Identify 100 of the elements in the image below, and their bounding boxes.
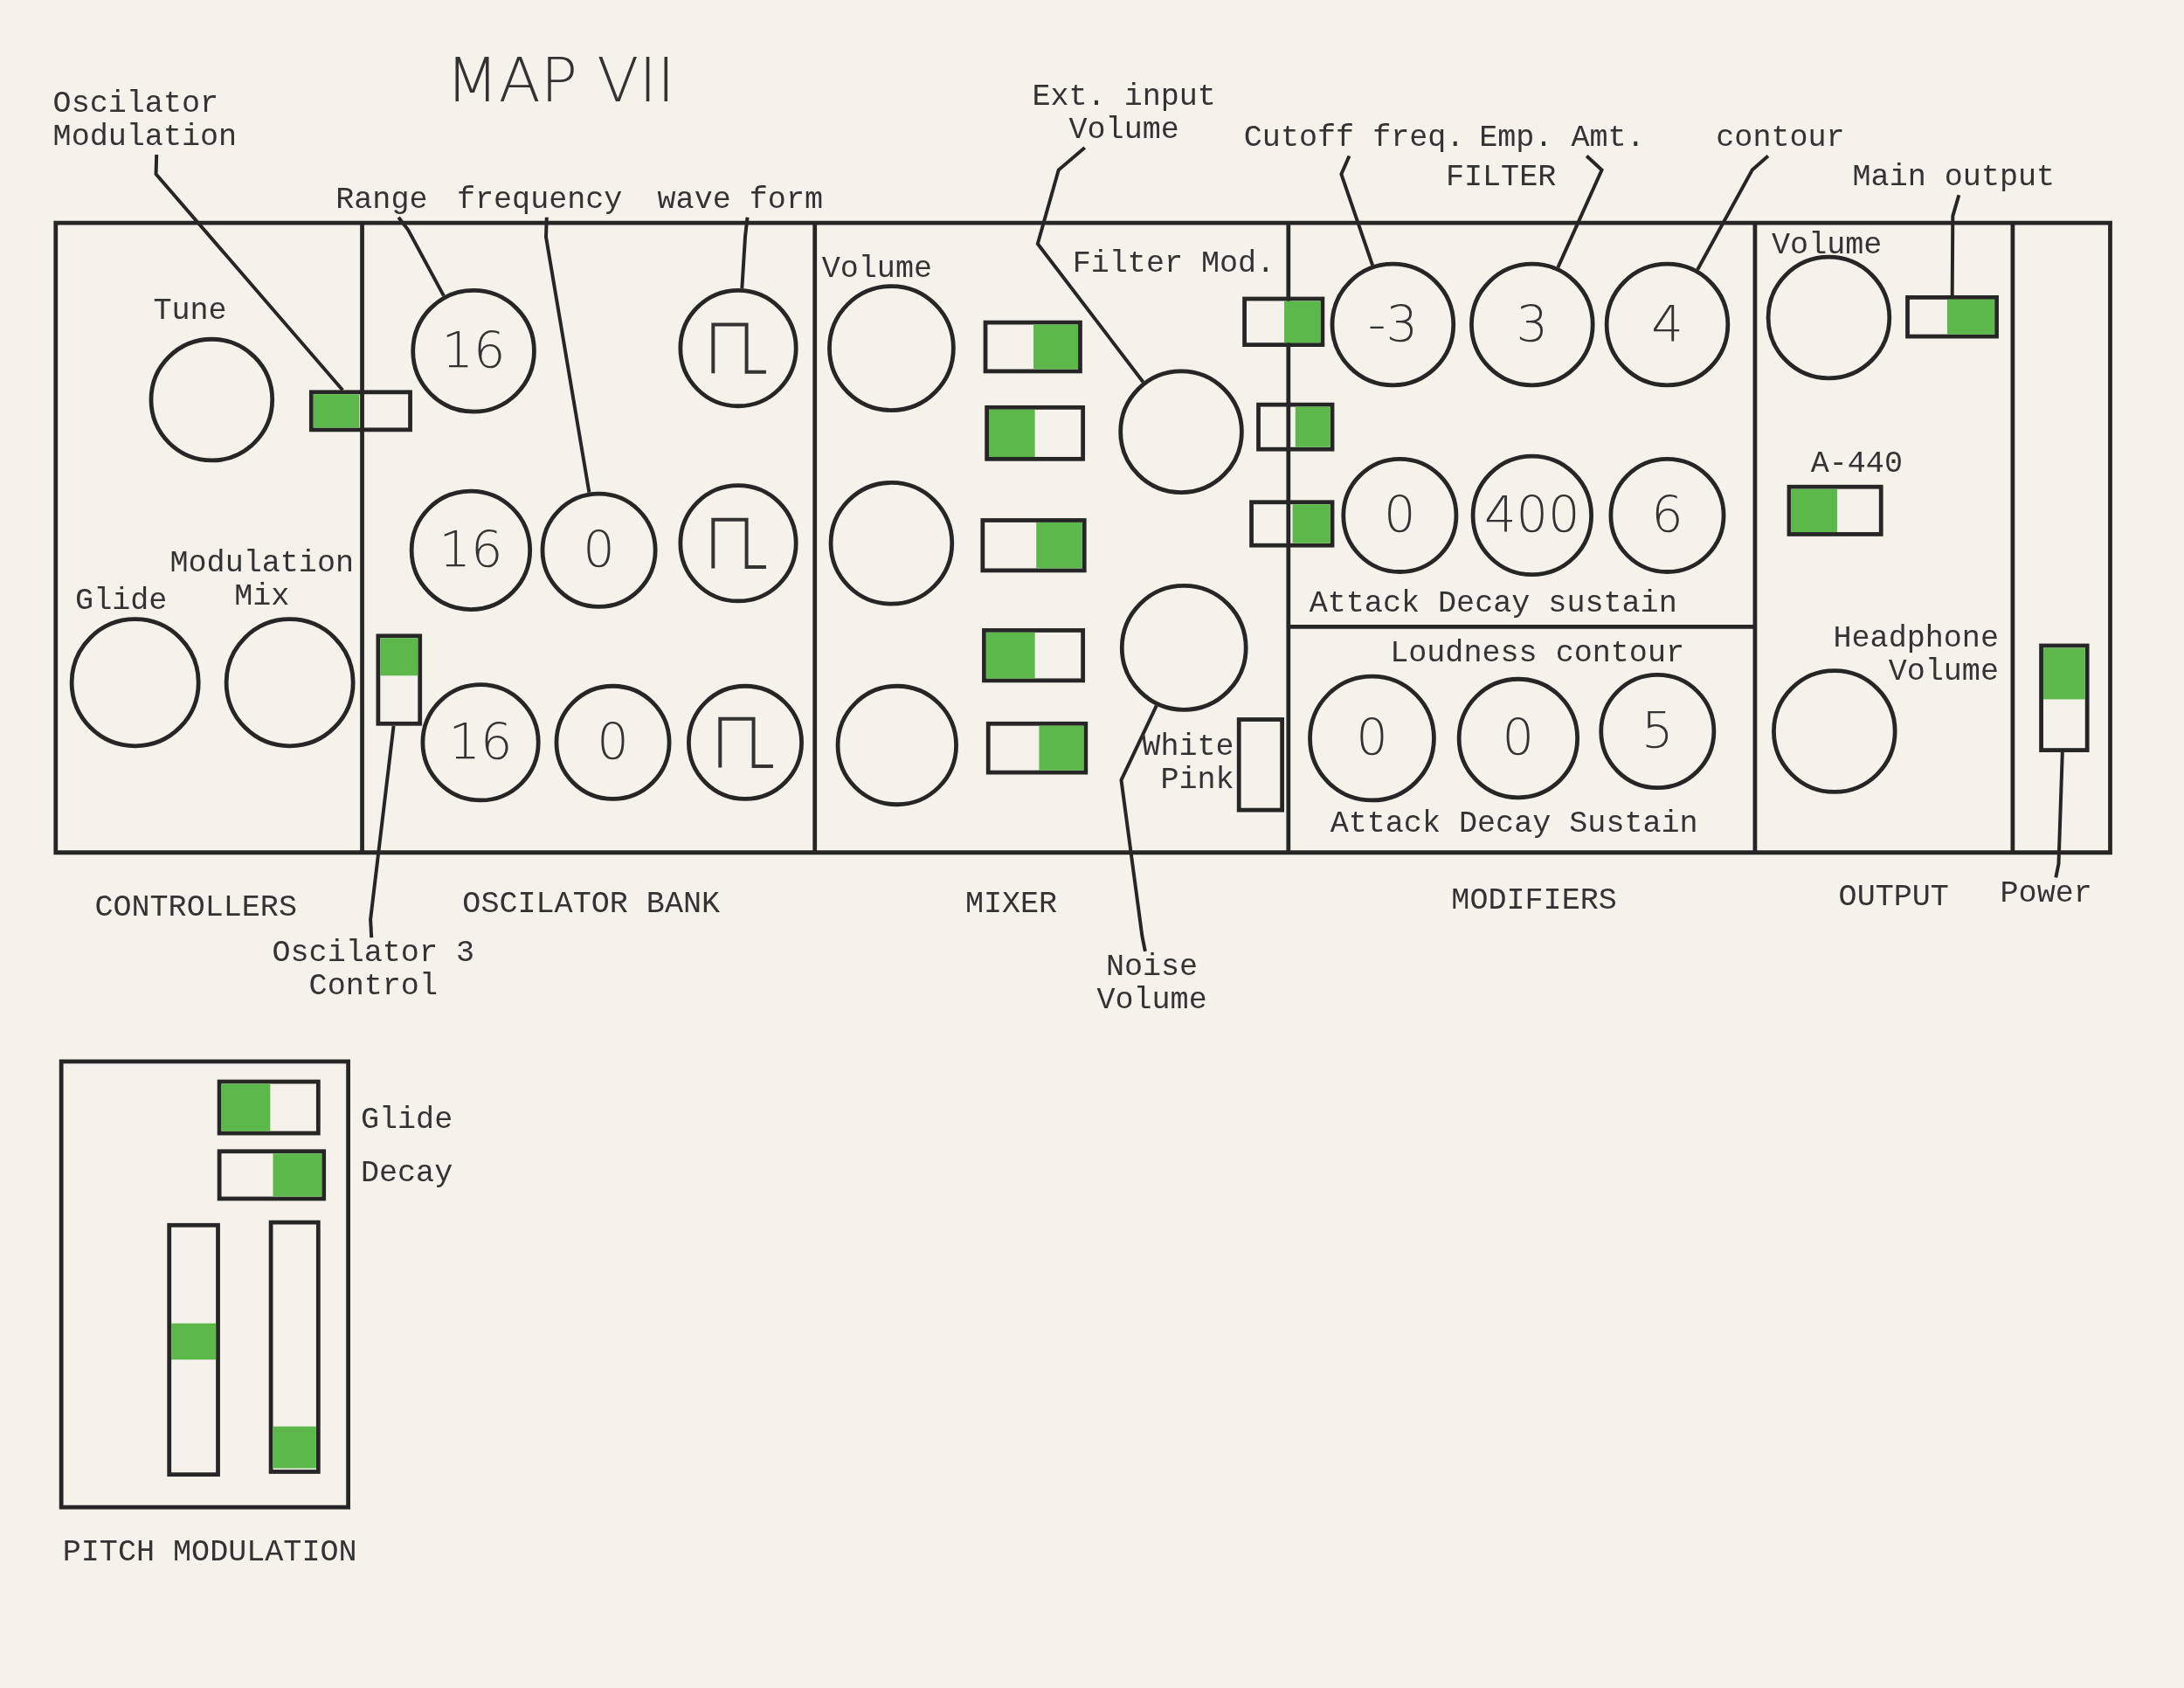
callout-text: Noise Volume <box>1089 951 1215 1020</box>
knob-value: 0 <box>1502 713 1535 764</box>
leader-line <box>1339 155 1374 266</box>
toggle-switch <box>376 633 423 726</box>
section-label: PITCH MODULATION <box>62 1536 358 1571</box>
slider <box>268 1220 321 1474</box>
knob <box>678 483 798 604</box>
toggle-switch <box>983 320 1082 374</box>
control-label: Headphone Volume <box>1832 622 1999 690</box>
control-label: Filter Mod. <box>1072 247 1276 282</box>
callout-text: Oscilator Modulation <box>52 87 262 156</box>
control-label: Attack Decay sustain <box>1309 587 1678 622</box>
toggle-switch <box>1236 717 1285 813</box>
knob <box>1470 453 1593 578</box>
control-label: Attack Decay Sustain <box>1330 807 1699 842</box>
knob-value: 0 <box>583 525 615 576</box>
leader-line <box>1696 155 1770 271</box>
toggle-switch <box>1256 402 1335 452</box>
knob-value: 5 <box>1641 706 1674 757</box>
knob <box>554 683 672 801</box>
toggle-switch <box>982 628 1086 683</box>
knob <box>678 288 798 409</box>
knob-value: -3 <box>1367 299 1418 350</box>
knob-value: 0 <box>597 717 629 768</box>
leader-line <box>740 217 750 289</box>
toggle-switch <box>1787 484 1883 536</box>
knob-value: 6 <box>1651 490 1683 541</box>
control-label: Glide <box>75 585 169 619</box>
toggle-switch <box>217 1079 321 1136</box>
callout-text: Oscilator 3 Control <box>261 937 485 1006</box>
toggle-switch <box>1242 296 1325 347</box>
control-label: Decay <box>360 1157 454 1192</box>
knob-value: 16 <box>441 326 506 377</box>
knob <box>69 617 201 749</box>
knob <box>1308 674 1436 803</box>
leader-line <box>397 216 446 297</box>
callout-text: Emp. Amt. <box>1479 122 1658 156</box>
leader-line <box>369 725 396 938</box>
knob <box>1469 261 1595 388</box>
toggle-switch <box>980 518 1087 573</box>
toggle-switch <box>2039 643 2090 752</box>
knob-value: 16 <box>439 525 503 576</box>
callout-text: Main output <box>1852 161 2076 196</box>
knob <box>1456 676 1580 800</box>
control-label: Loudness contour <box>1390 638 1685 672</box>
control-label: Modulation Mix <box>169 547 355 615</box>
toggle-switch <box>985 405 1086 461</box>
knob <box>540 491 658 609</box>
section-label: OSCILATOR BANK <box>462 889 722 923</box>
callout-text: Cutoff freq. <box>1243 122 1470 156</box>
toggle-switch <box>1249 500 1335 548</box>
leader-line <box>1950 194 1961 296</box>
knob <box>1330 261 1456 388</box>
callout-text: contour <box>1716 122 1858 156</box>
knob <box>1599 673 1717 790</box>
knob-value: 3 <box>1516 299 1549 350</box>
leader-line <box>544 217 591 494</box>
knob <box>828 481 955 606</box>
control-label: White Pink <box>1141 731 1234 799</box>
knob <box>1604 261 1731 388</box>
knob <box>411 288 536 414</box>
knob <box>827 284 956 412</box>
knob <box>149 336 275 463</box>
knob <box>1119 584 1248 712</box>
leader-line <box>1556 155 1604 268</box>
callout-text: Power <box>2000 877 2105 912</box>
toggle-switch <box>1905 295 1999 339</box>
section-heading: FILTER <box>1445 161 1558 196</box>
toggle-switch <box>308 390 412 432</box>
toggle-switch <box>985 721 1089 775</box>
knob <box>687 683 804 801</box>
knob <box>835 683 958 807</box>
knob <box>1341 456 1459 574</box>
section-label: MODIFIERS <box>1451 884 1618 918</box>
knob <box>420 682 541 803</box>
knob-value: 0 <box>1384 490 1416 541</box>
section-label: MIXER <box>964 889 1059 923</box>
section-label: CONTROLLERS <box>94 891 298 925</box>
knob <box>409 488 533 612</box>
callout-text: wave form <box>657 183 841 218</box>
toggle-switch <box>217 1149 327 1201</box>
control-label: Tune <box>153 295 228 329</box>
callout-text: frequency <box>456 183 639 218</box>
knob <box>1608 456 1726 574</box>
control-label: Volume <box>1772 230 1883 264</box>
knob-value: 0 <box>1356 713 1388 764</box>
knob <box>224 617 356 749</box>
knob <box>1118 369 1244 495</box>
leader-line <box>154 154 344 391</box>
slider <box>167 1222 220 1477</box>
leader-line <box>1119 704 1158 952</box>
callout-text: Range <box>335 183 437 218</box>
knob-value: 4 <box>1651 299 1683 350</box>
control-label: A-440 <box>1810 448 1904 482</box>
section-label: OUTPUT <box>1838 882 1950 916</box>
control-label: Glide <box>360 1104 454 1138</box>
leader-line <box>1035 146 1145 384</box>
control-label: Volume <box>821 253 933 287</box>
knob-value: 400 <box>1484 490 1580 541</box>
callout-text: Ext. input Volume <box>1020 80 1227 149</box>
